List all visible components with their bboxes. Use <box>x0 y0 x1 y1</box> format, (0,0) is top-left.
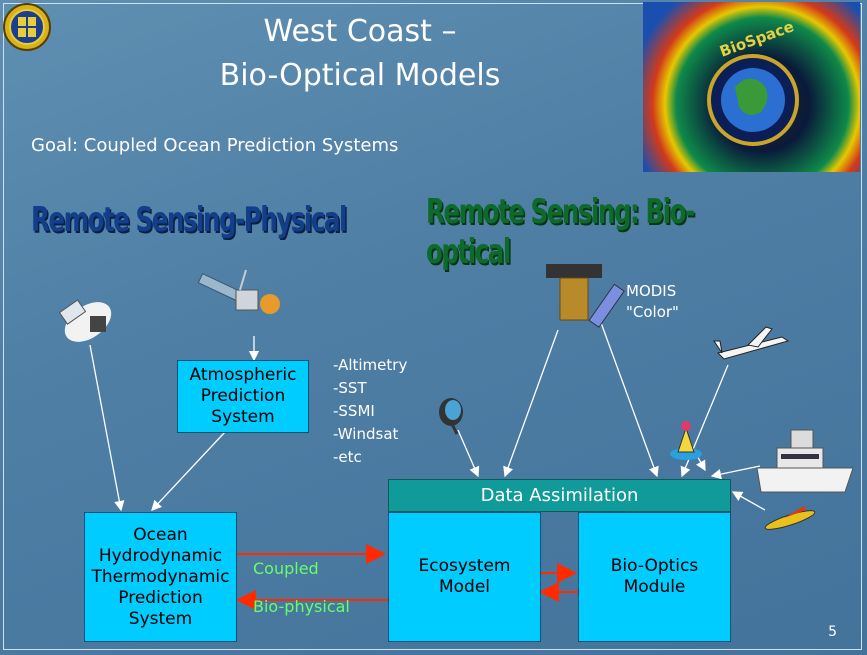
slide-title-line1: West Coast – <box>263 14 457 49</box>
sensor-item: -etc <box>333 448 362 466</box>
slide-title-line2: Bio-Optical Models <box>219 58 501 93</box>
sensor-item: -SST <box>333 379 367 397</box>
page-number: 5 <box>828 624 837 640</box>
slide-frame <box>3 3 862 650</box>
ecosystem-model-box: Ecosystem Model <box>388 512 541 642</box>
heading-remote-sensing-physical: Remote Sensing-Physical <box>31 200 347 240</box>
ecosystem-model-label: Ecosystem Model <box>418 556 511 597</box>
modis-label: MODIS "Color" <box>626 281 679 323</box>
modis-label-line1: MODIS <box>626 282 677 300</box>
sensor-item: -Windsat <box>333 425 399 443</box>
atmospheric-prediction-label: Atmospheric Prediction System <box>189 365 297 427</box>
biooptics-module-label: Bio-Optics Module <box>610 556 699 597</box>
sensor-item: -SSMI <box>333 402 375 420</box>
biooptics-module-box: Bio-Optics Module <box>578 512 731 642</box>
sensor-list: -Altimetry -SST -SSMI -Windsat -etc <box>333 354 407 469</box>
goal-text: Goal: Coupled Ocean Prediction Systems <box>31 135 399 156</box>
modis-label-line2: "Color" <box>626 303 679 321</box>
ocean-prediction-label: Ocean Hydrodynamic Thermodynamic Predict… <box>91 524 230 629</box>
data-assimilation-box: Data Assimilation <box>388 479 731 512</box>
heading-remote-sensing-biooptical: Remote Sensing: Bio-optical <box>426 192 695 272</box>
biospace-logo: BioSpace <box>643 2 860 172</box>
biophysical-label: Bio-physical <box>253 597 350 616</box>
sensor-item: -Altimetry <box>333 356 408 374</box>
coupled-label: Coupled <box>253 559 319 578</box>
ocean-prediction-box: Ocean Hydrodynamic Thermodynamic Predict… <box>84 512 237 642</box>
atmospheric-prediction-box: Atmospheric Prediction System <box>177 360 309 433</box>
